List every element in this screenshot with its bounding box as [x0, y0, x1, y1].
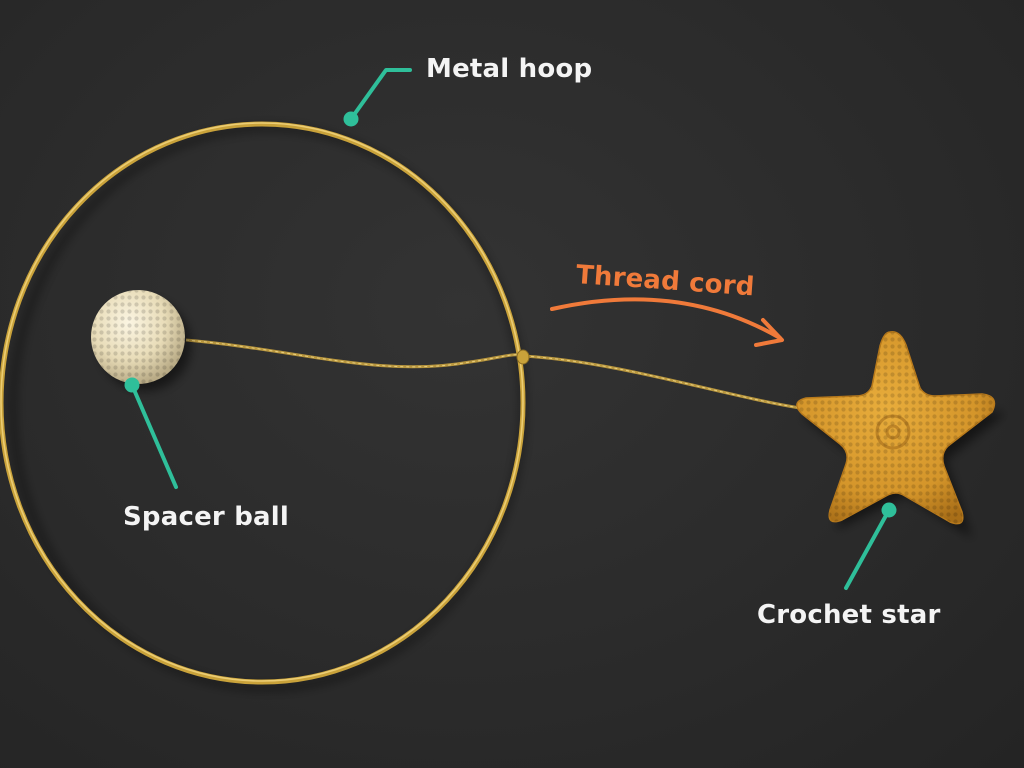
crochet-star-texture: [796, 331, 995, 524]
cord-knot: [516, 349, 530, 365]
metal-hoop-label: Metal hoop: [426, 54, 593, 84]
thread-cord-shine: [185, 339, 801, 409]
ball-leader: [124, 377, 178, 489]
thread-cord: [185, 338, 801, 410]
spacer-ball-label: Spacer ball: [123, 502, 289, 532]
star-center-ring-inner: [885, 424, 901, 440]
star-leader: [844, 502, 897, 590]
spacer-ball-texture: [91, 290, 185, 384]
crochet-star-label: Crochet star: [757, 600, 941, 630]
star-center-ring: [875, 414, 911, 450]
hoop-shadow: [10, 125, 526, 691]
curved-arrow-icon: [550, 297, 784, 347]
metal-hoop-highlight: [0, 122, 524, 682]
hoop-leader: [343, 68, 412, 127]
